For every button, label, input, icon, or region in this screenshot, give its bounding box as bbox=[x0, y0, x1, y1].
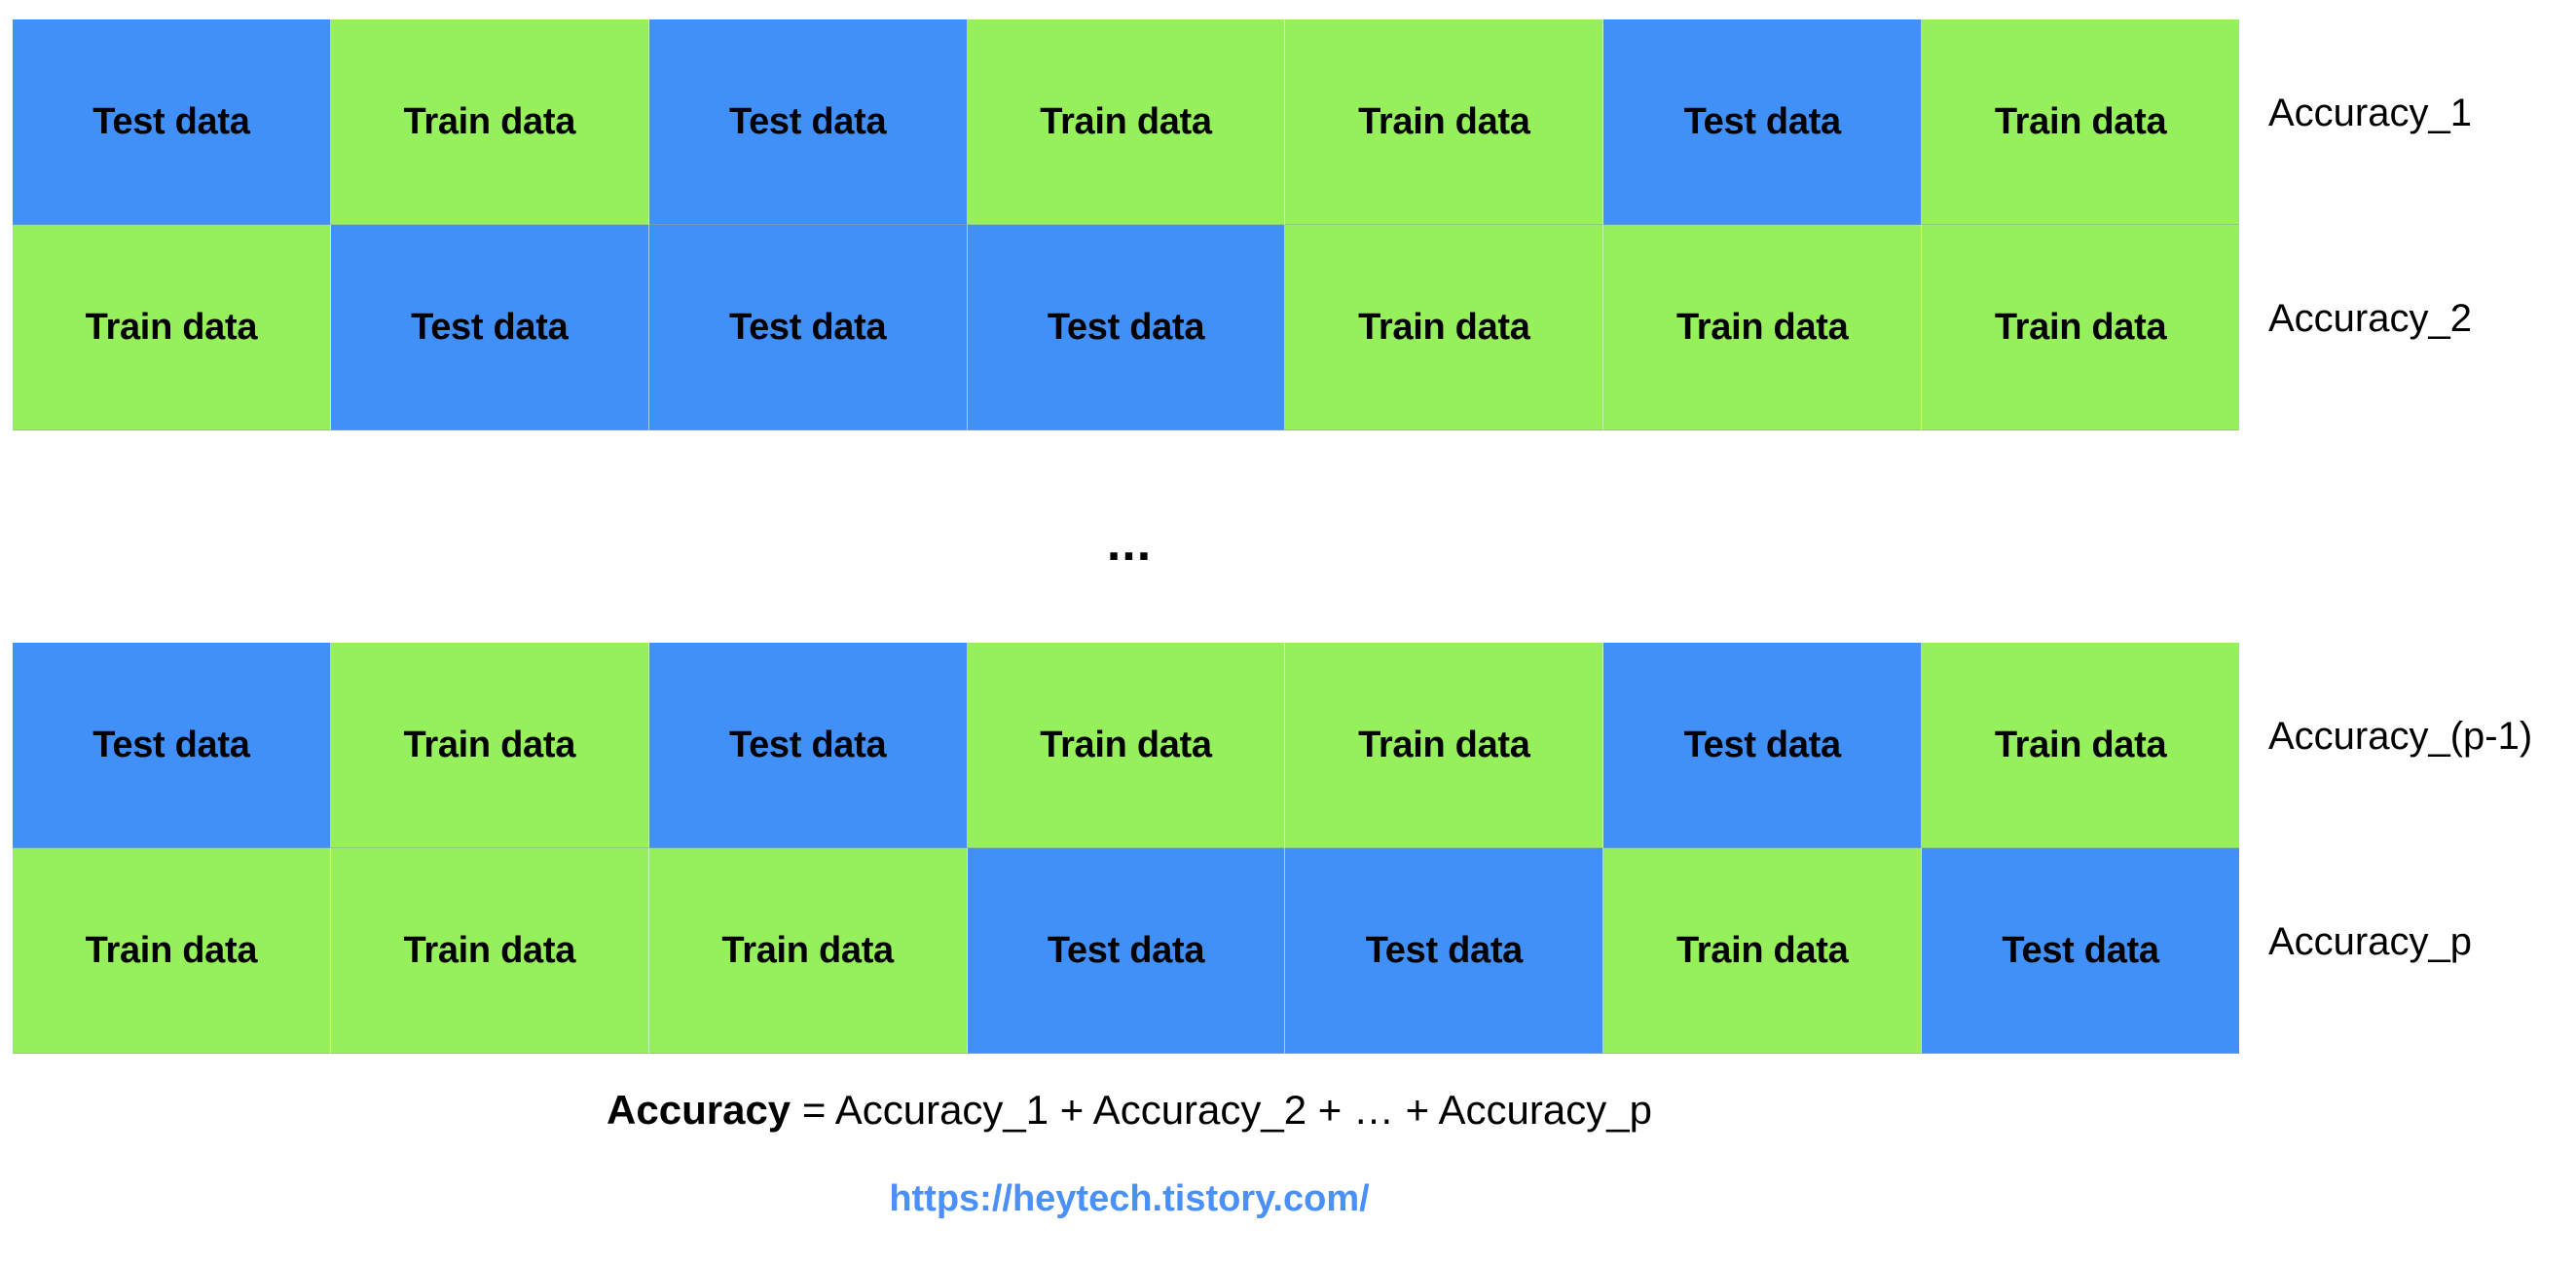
fold-cell: Train data bbox=[330, 19, 649, 225]
ellipsis-divider: ... bbox=[1106, 515, 1153, 572]
fold-cell: Train data bbox=[1603, 225, 1923, 430]
fold-cell: Train data bbox=[13, 225, 331, 430]
fold-cell: Test data bbox=[330, 225, 649, 430]
fold-label-accuracy-2: Accuracy_2 bbox=[2268, 297, 2472, 340]
fold-label-accuracy-p-minus-1: Accuracy_(p-1) bbox=[2268, 715, 2533, 758]
fold-cell: Train data bbox=[967, 19, 1286, 225]
fold-cell: Train data bbox=[330, 848, 649, 1054]
fold-cell: Train data bbox=[330, 643, 649, 848]
fold-cell: Test data bbox=[967, 225, 1286, 430]
fold-cell: Train data bbox=[1285, 643, 1604, 848]
fold-cell: Test data bbox=[648, 19, 968, 225]
fold-block-bottom: Test data Train data Test data Train dat… bbox=[13, 643, 2240, 1054]
fold-block-top: Test data Train data Test data Train dat… bbox=[13, 19, 2240, 430]
source-url-link[interactable]: https://heytech.tistory.com/ bbox=[889, 1178, 1370, 1219]
formula-term: Accuracy bbox=[607, 1087, 791, 1133]
fold-cell: Train data bbox=[1285, 225, 1604, 430]
fold-label-accuracy-1: Accuracy_1 bbox=[2268, 92, 2472, 134]
fold-cell: Test data bbox=[1603, 643, 1923, 848]
fold-row-accuracy-p: Train data Train data Train data Test da… bbox=[13, 848, 2240, 1054]
fold-row-accuracy-p-minus-1: Test data Train data Test data Train dat… bbox=[13, 643, 2240, 848]
fold-cell: Train data bbox=[1922, 19, 2240, 225]
fold-cell: Test data bbox=[1603, 19, 1923, 225]
fold-row-accuracy-2: Train data Test data Test data Test data… bbox=[13, 225, 2240, 430]
fold-row-accuracy-1: Test data Train data Test data Train dat… bbox=[13, 19, 2240, 225]
fold-cell: Test data bbox=[13, 19, 331, 225]
fold-cell: Test data bbox=[1922, 848, 2240, 1054]
fold-cell: Test data bbox=[648, 643, 968, 848]
formula-expression: = Accuracy_1 + Accuracy_2 + … + Accuracy… bbox=[791, 1087, 1652, 1133]
fold-cell: Train data bbox=[967, 643, 1286, 848]
accuracy-formula: Accuracy = Accuracy_1 + Accuracy_2 + … +… bbox=[0, 1090, 2259, 1131]
fold-cell: Train data bbox=[1603, 848, 1923, 1054]
fold-cell: Train data bbox=[1285, 19, 1604, 225]
fold-cell: Train data bbox=[1922, 643, 2240, 848]
fold-cell: Train data bbox=[648, 848, 968, 1054]
fold-cell: Train data bbox=[13, 848, 331, 1054]
fold-cell: Test data bbox=[967, 848, 1286, 1054]
fold-cell: Test data bbox=[13, 643, 331, 848]
fold-cell: Test data bbox=[648, 225, 968, 430]
fold-label-accuracy-p: Accuracy_p bbox=[2268, 920, 2472, 963]
fold-cell: Train data bbox=[1922, 225, 2240, 430]
fold-cell: Test data bbox=[1285, 848, 1604, 1054]
